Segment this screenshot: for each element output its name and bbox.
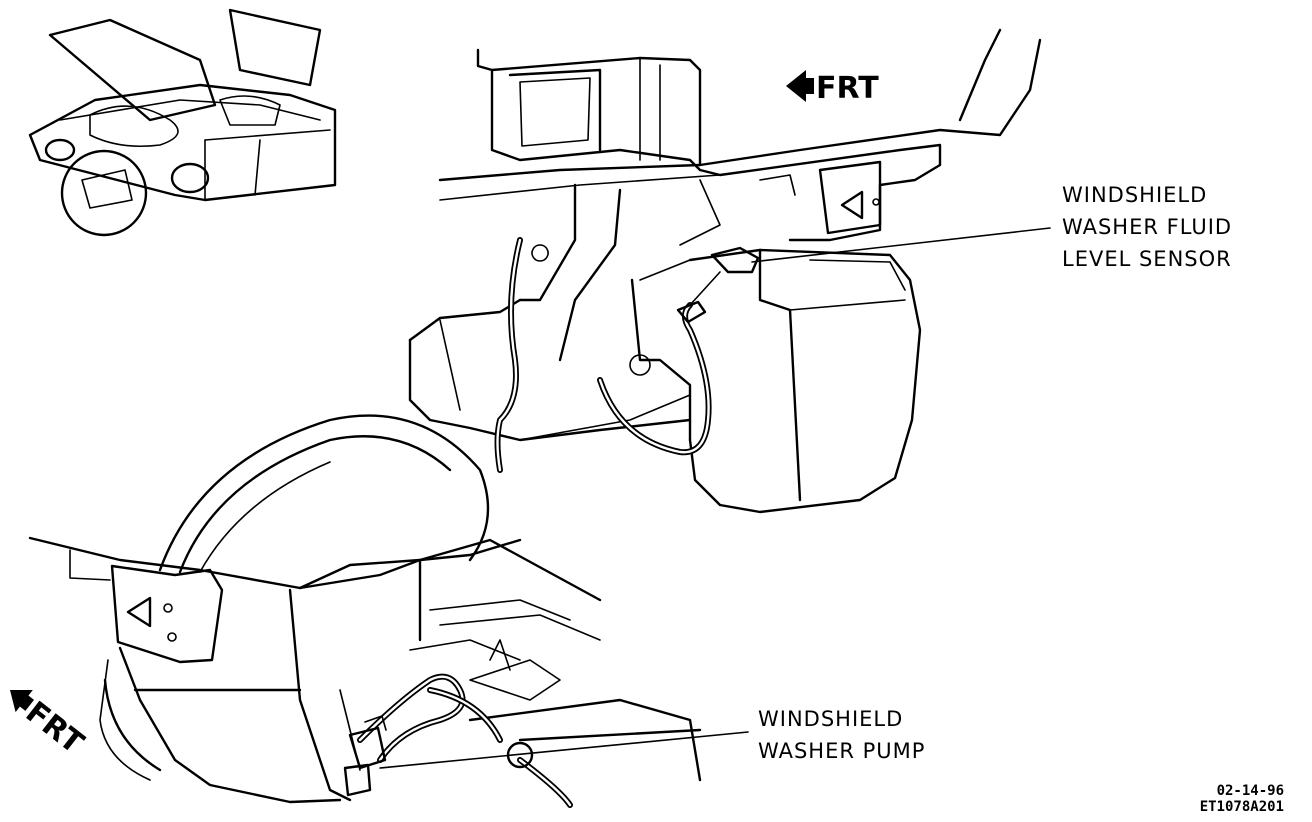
front-arrow-lower: FRT bbox=[10, 690, 90, 761]
front-arrow-upper-text: FRT bbox=[816, 71, 879, 106]
figure-date: 02-14-96 bbox=[1217, 783, 1284, 799]
label-pump-line-1: WINDSHIELD bbox=[758, 707, 903, 731]
label-sensor-line-2: WASHER FLUID bbox=[1062, 215, 1232, 239]
label-sensor-line-1: WINDSHIELD bbox=[1062, 183, 1207, 207]
leader-line-pump bbox=[379, 731, 749, 769]
locator-circle bbox=[60, 149, 148, 237]
vehicle-locator-inset bbox=[28, 8, 337, 237]
arrow-left-icon bbox=[786, 70, 806, 102]
fluid-level-sensor-connector bbox=[710, 246, 760, 274]
label-sensor-line-3: LEVEL SENSOR bbox=[1062, 247, 1232, 271]
lower-reservoir-view bbox=[28, 414, 702, 808]
front-arrow-upper: FRT bbox=[786, 70, 879, 106]
label-fluid-level-sensor: WINDSHIELD WASHER FLUID LEVEL SENSOR bbox=[1062, 183, 1232, 271]
label-washer-pump: WINDSHIELD WASHER PUMP bbox=[758, 707, 925, 763]
figure-code: ET1078A201 bbox=[1200, 799, 1284, 815]
washer-pump-body bbox=[348, 726, 387, 770]
leader-line-sensor bbox=[751, 227, 1051, 263]
label-pump-line-2: WASHER PUMP bbox=[758, 739, 925, 763]
upper-reservoir-view bbox=[408, 28, 1042, 514]
